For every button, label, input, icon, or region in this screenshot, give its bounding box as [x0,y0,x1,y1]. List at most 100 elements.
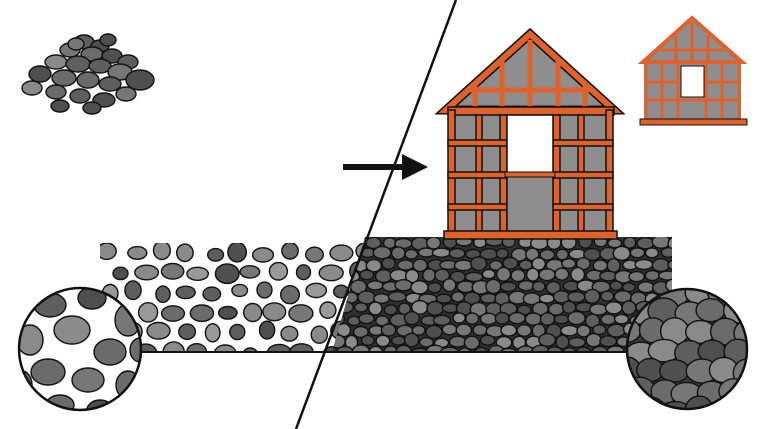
gravel-stone [242,302,263,323]
gravel-stone [499,281,518,293]
arrow-right-icon [343,154,428,180]
pile-stone [44,54,68,70]
zoom-stone [627,396,644,409]
gravel-stone [305,246,325,263]
zoom-stone [19,324,44,356]
gravel-stone [266,343,292,352]
gravel-stone [585,332,602,348]
greenhouse-small-icon [637,15,748,126]
gravel-stone [403,332,420,348]
gravel-stone [606,323,626,338]
gravel-stone [422,268,437,283]
pile-stone [65,55,91,73]
pile-stone [51,69,77,87]
gravel-stone [516,324,533,338]
pile-stone [125,69,155,91]
gravel-stone [622,237,637,250]
gravel-stone [242,347,259,352]
gravel-stone [127,245,148,260]
gravel-stone [214,263,240,285]
gravel-stone [146,321,171,340]
zoom-stone [93,338,127,366]
gravel-stone [295,264,312,281]
gravel-stone [352,325,369,339]
pile-stone [45,84,67,100]
gravel-stone [178,323,197,341]
gravel-stone [634,258,654,271]
gravel-stone [495,247,509,259]
gravel-stone [112,266,129,281]
gravel-stone [473,346,489,352]
pile-stone [115,86,137,102]
gravel-stone [660,246,672,258]
zoom-stone [45,394,75,410]
gravel-stone [441,323,458,336]
gravel-stone [426,237,442,250]
pile-stone [50,99,70,113]
gravel-stone [448,247,466,259]
gravel-stone [319,301,337,319]
gravel-stone [360,334,375,347]
gravel-stone [281,243,299,260]
gravel-stone [453,259,474,272]
gravel-stone [567,310,586,326]
gravel-stone [554,267,570,281]
pile-stone [98,76,122,92]
gravel-stone [137,301,159,323]
gravel-stone [539,248,556,261]
gravel-stone [258,320,276,340]
gravel-stone [448,335,467,348]
gravel-stone [644,269,661,282]
zoom-stone [684,395,714,409]
gravel-stone [651,237,671,249]
zoom-stone [731,289,747,304]
gravel-stone [204,323,221,343]
greenhouse-icon [434,27,626,240]
gravel-stone [383,304,398,316]
gravel-stone [227,243,248,263]
gravel-stone [175,285,196,300]
gravel-stone [207,247,225,262]
gravel-stone [609,280,624,292]
gravel-stone [539,312,556,326]
pile-stone [99,33,117,47]
gravel-stone [268,261,289,281]
gravel-stone [213,344,237,352]
gravel-stone [152,243,171,261]
gravel-stone [479,312,498,326]
pile-stone [67,37,85,51]
gravel-stone [280,325,299,342]
gravel-stone [553,314,570,325]
gravel-stone [479,334,496,346]
compacted-gravel-bed [332,237,672,352]
gravel-stone [531,257,547,271]
gravel-stone [403,311,421,326]
gravel-stone [404,248,419,260]
gravel-stone [382,345,399,352]
gravel-stone [124,280,142,301]
gravel-stone [637,281,655,294]
zoom-stone [718,378,747,404]
gravel-stone [189,304,215,323]
gravel-stone [644,247,660,259]
gravel-stone [567,336,586,349]
gravel-stone [494,311,510,325]
gravel-stone [358,312,375,325]
gravel-stone [353,302,369,313]
gravel-stone [155,285,171,304]
zoom-stone [53,315,91,345]
gravel-stone [442,278,457,293]
gravel-stone [470,256,488,272]
gravel-stone [472,323,488,337]
gravel-stone [427,281,442,294]
zoom-stone [635,396,667,409]
gravel-stone [613,313,630,325]
gravel-stone [628,270,646,283]
gravel-stone [667,237,672,252]
gravel-stone [310,325,329,344]
gravel-stone [526,267,540,282]
pile-stone [82,101,102,115]
zoom-stone [19,370,33,400]
gravel-stone [280,285,301,305]
